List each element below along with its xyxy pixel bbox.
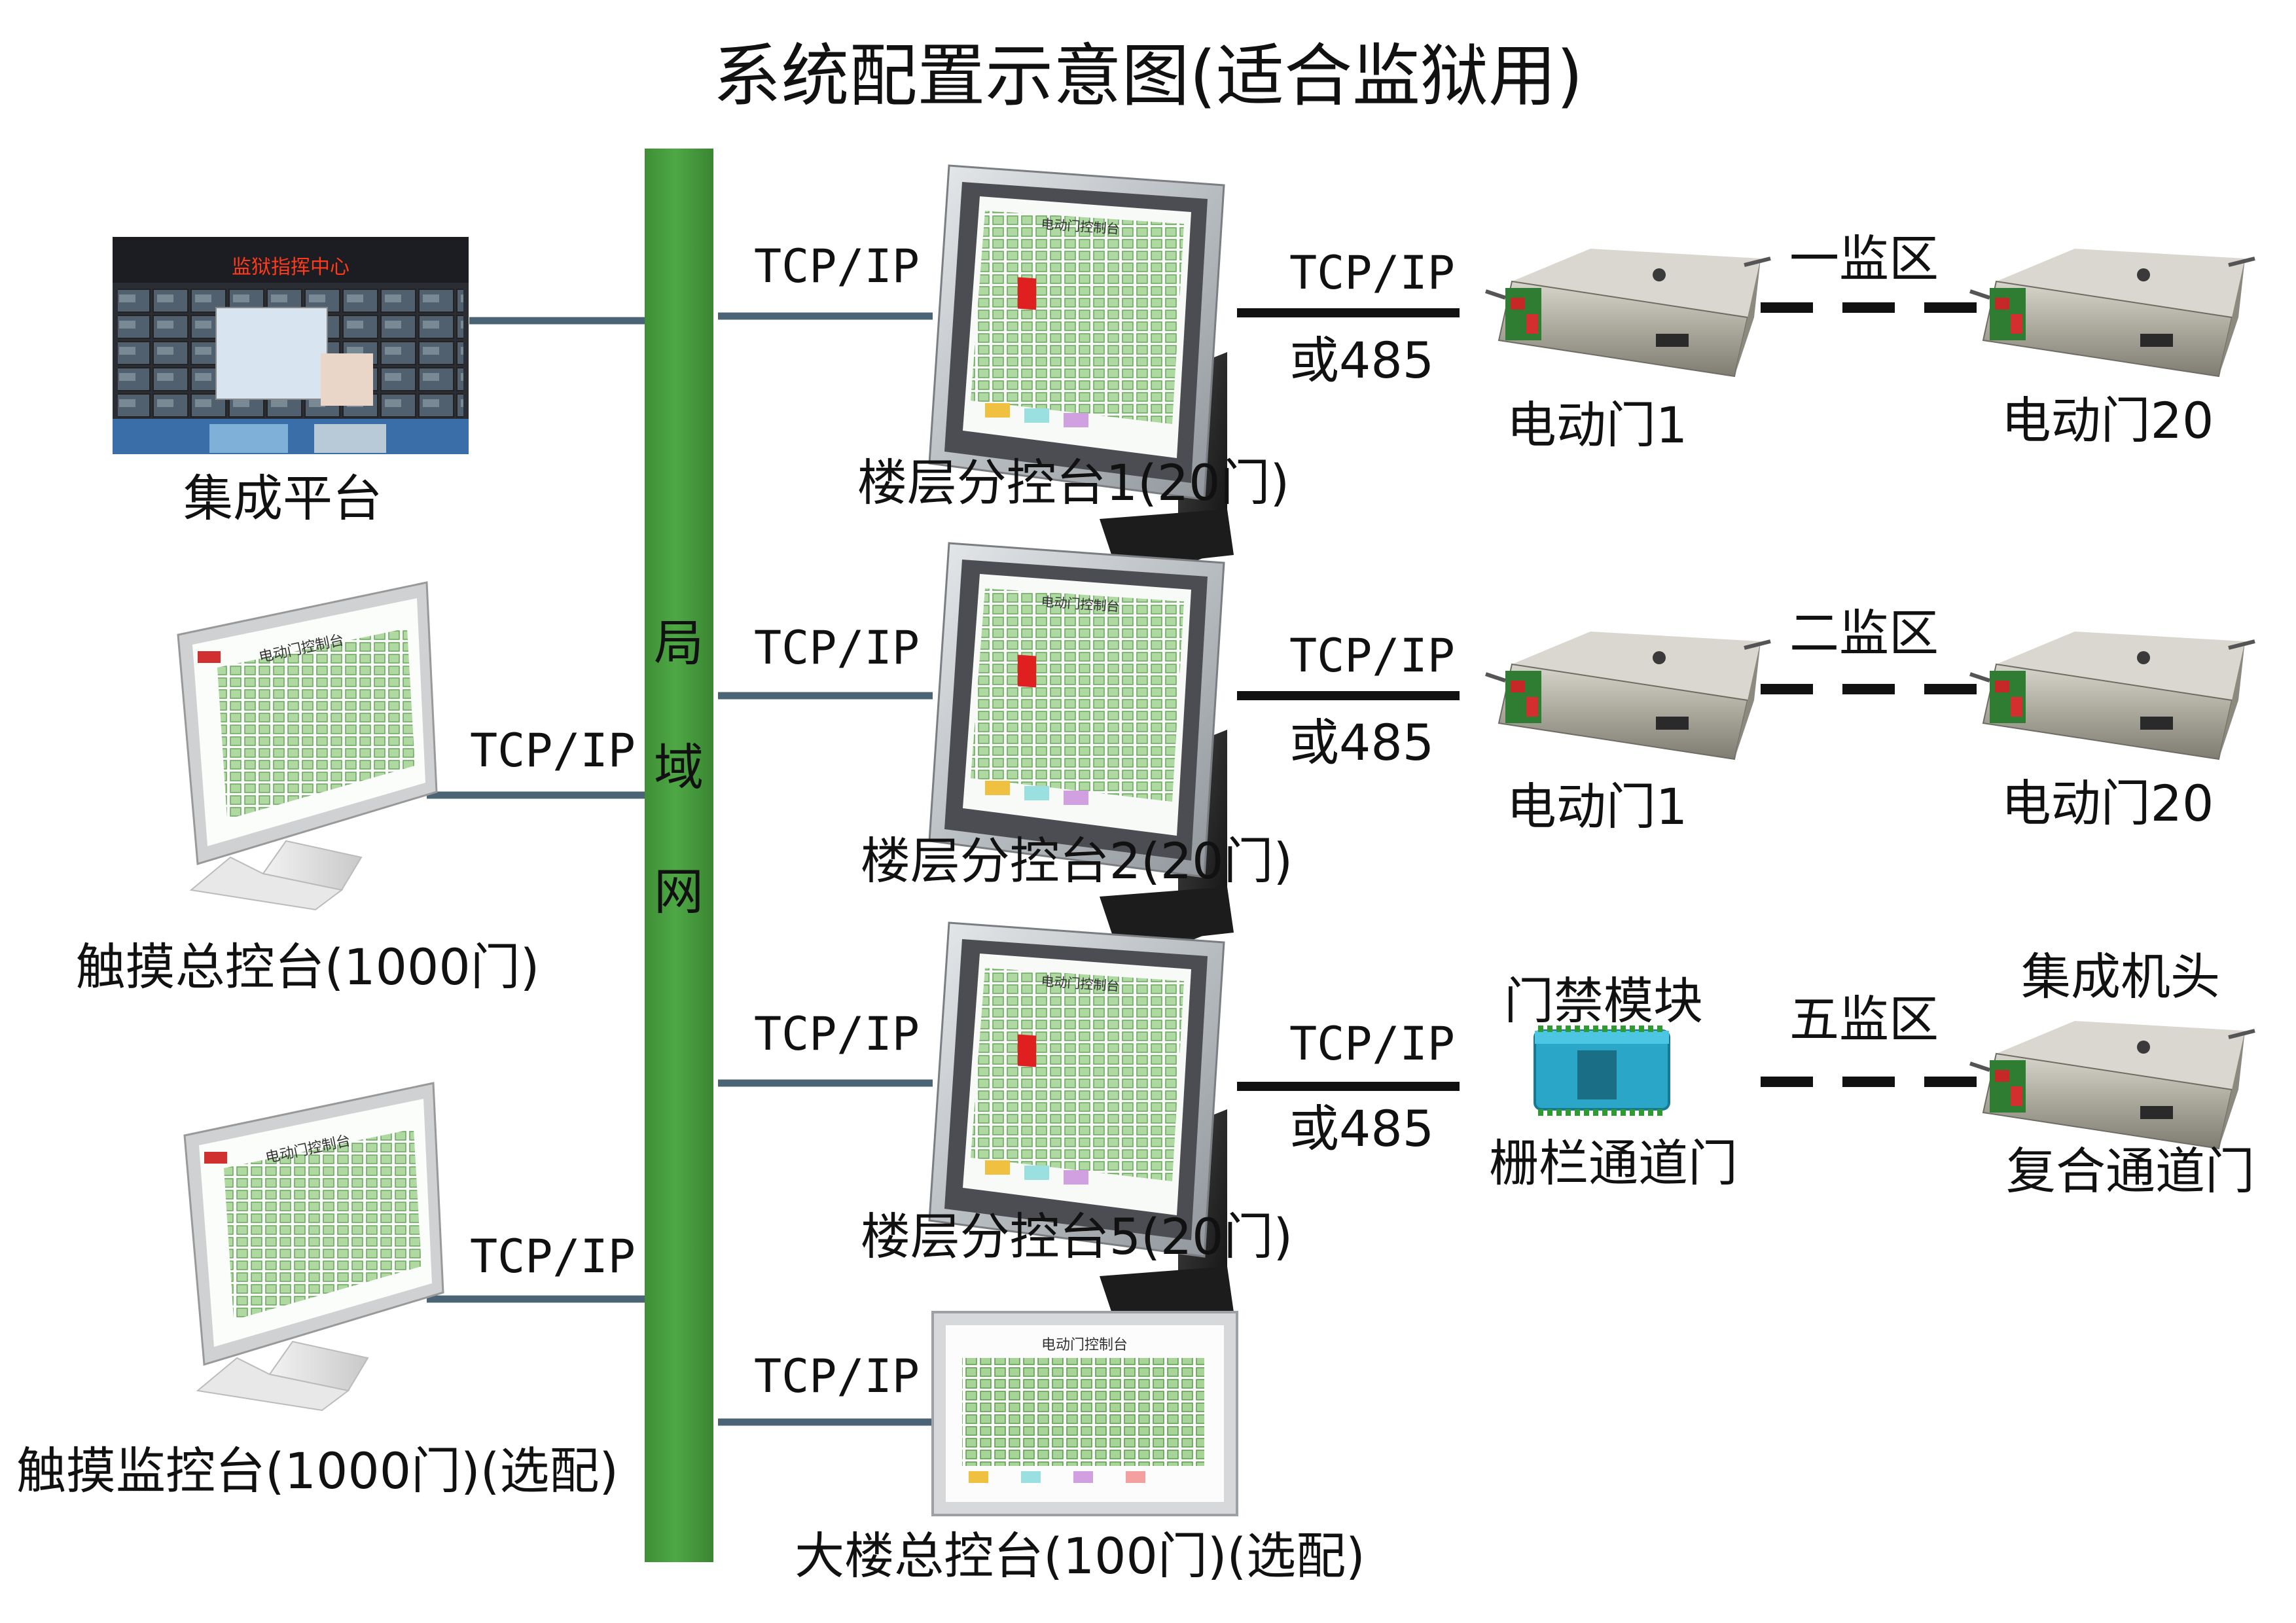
fence-gate-label: 栅栏通道门 (1489, 1134, 1738, 1192)
door-zone5-head (1970, 1021, 2255, 1149)
platform-label: 集成平台 (183, 469, 382, 527)
protocol-floor1-door: TCP/IP (1289, 246, 1455, 300)
access-module-label: 门禁模块 (1504, 972, 1703, 1030)
protocol-floor5-module: TCP/IP (1289, 1017, 1455, 1071)
door-zone2-door1 (1486, 632, 1770, 759)
protocol-floor2: TCP/IP (754, 621, 920, 675)
integrated-head-label: 集成机头 (2021, 948, 2220, 1006)
touch-monitor-label: 触摸监控台(1000门)(选配) (16, 1442, 619, 1500)
zone2-door20-label: 电动门20 (2001, 774, 2214, 832)
protocol-floor5: TCP/IP (754, 1007, 920, 1061)
door-zone2-door20 (1970, 632, 2255, 759)
door-zone1-door20 (1970, 249, 2255, 376)
protocol-floor2-door: TCP/IP (1289, 629, 1455, 683)
protocol-building: TCP/IP (754, 1349, 920, 1403)
protocol-floor1: TCP/IP (754, 240, 920, 293)
alt-protocol-floor2: 或485 (1289, 713, 1435, 772)
access-module (1534, 1026, 1670, 1116)
floor-panel-1: 电动门控制台 (928, 164, 1235, 569)
page-title: 系统配置示意图(适合监狱用) (713, 36, 1583, 116)
zone1-label: 一监区 (1789, 230, 1939, 288)
building-master-screen-heading: 电动门控制台 (1041, 1337, 1128, 1353)
zone1-door20-label: 电动门20 (2001, 391, 2214, 450)
protocol-touch-monitor: TCP/IP (470, 1230, 636, 1283)
composite-gate-label: 复合通道门 (2006, 1142, 2255, 1200)
alt-protocol-floor5: 或485 (1289, 1099, 1435, 1158)
zone1-door1-label: 电动门1 (1506, 396, 1688, 454)
floor5-label: 楼层分控台5(20门) (860, 1207, 1293, 1266)
door-zone1-door1 (1486, 249, 1770, 376)
protocol-touch-master: TCP/IP (470, 724, 636, 777)
building-master-panel: 电动门控制台 (931, 1311, 1238, 1516)
touch-master-monitor: 电动门控制台 (177, 581, 438, 911)
zone2-label: 二监区 (1789, 604, 1939, 662)
touch-monitor-monitor: 电动门控制台 (183, 1082, 444, 1412)
floor-panel-2: 电动门控制台 (928, 542, 1235, 947)
lan-label-1: 局 (654, 614, 704, 672)
floor1-label: 楼层分控台1(20门) (857, 454, 1290, 512)
building-master-label: 大楼总控台(100门)(选配) (795, 1527, 1365, 1585)
lan-backbone (645, 149, 713, 1562)
alt-protocol-floor1: 或485 (1289, 331, 1435, 389)
platform-image: 监狱指挥中心 (113, 237, 469, 454)
platform-banner: 监狱指挥中心 (232, 256, 350, 279)
zone5-label: 五监区 (1789, 990, 1939, 1048)
touch-master-label: 触摸总控台(1000门) (75, 938, 540, 996)
lan-label-3: 网 (654, 863, 704, 921)
zone2-door1-label: 电动门1 (1506, 777, 1688, 836)
lan-label-2: 域 (654, 738, 704, 796)
floor-panel-5: 电动门控制台 (928, 921, 1235, 1327)
floor2-label: 楼层分控台2(20门) (860, 832, 1293, 890)
